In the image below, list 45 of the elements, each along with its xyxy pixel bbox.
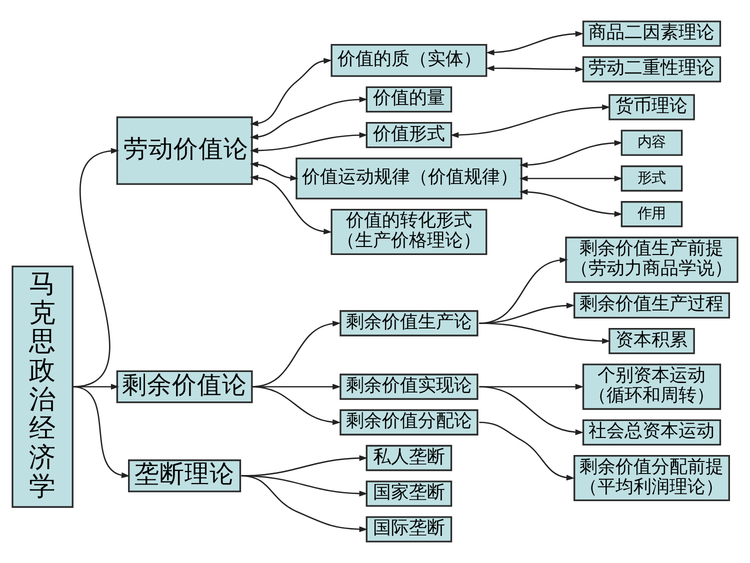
arrow — [250, 162, 298, 181]
node-box: 形式 — [620, 165, 683, 192]
node-box: 垄断理论 — [128, 459, 242, 492]
arrow — [519, 189, 623, 217]
node-box: 剩余价值实现论 — [340, 374, 478, 400]
arrow — [479, 422, 575, 481]
arrow — [250, 96, 368, 140]
arrow — [250, 132, 368, 154]
node-box: 作用 — [620, 201, 683, 228]
arrow — [250, 174, 332, 234]
node-box: 个别资本运动（循环和周转） — [582, 364, 722, 410]
node-box: 价值的量 — [366, 86, 452, 112]
arrow — [519, 176, 623, 182]
node-box: 马克思政治经济学 — [12, 266, 74, 508]
arrow — [252, 386, 341, 426]
node-box: 价值运动规律（价值规律） — [296, 158, 522, 200]
node-box: 剩余价值生产过程 — [574, 292, 730, 319]
node-box: 剩余价值分配前提（平均利润理论） — [574, 454, 730, 502]
arrow — [479, 386, 584, 436]
node-box: 剩余价值分配论 — [340, 409, 478, 436]
node-box: 商品二因素理论 — [582, 20, 722, 47]
arrow — [486, 65, 584, 72]
arrow — [486, 30, 584, 56]
node-box: 国家垄断 — [366, 480, 452, 507]
arrow — [450, 104, 610, 138]
node-box: 价值形式 — [366, 122, 452, 148]
arrow — [479, 322, 610, 344]
arrow — [72, 386, 130, 478]
arrow — [241, 475, 368, 532]
node-box: 劳动二重性理论 — [582, 56, 722, 82]
node-box: 资本积累 — [608, 328, 695, 354]
arrow — [250, 58, 332, 126]
node-box: 价值的转化形式（生产价格理论） — [330, 208, 488, 256]
node-box: 内容 — [620, 130, 683, 156]
node-box: 剩余价值论 — [116, 370, 253, 404]
node-box: 剩余价值生产论 — [340, 310, 478, 336]
arrow — [241, 475, 368, 496]
node-box: 社会总资本运动 — [582, 419, 722, 446]
node-box: 剩余价值生产前提（劳动力商品学说） — [565, 236, 738, 283]
node-box: 价值的质（实体） — [330, 44, 488, 77]
arrow — [519, 140, 623, 168]
node-box: 货币理论 — [608, 94, 695, 120]
node-box: 私人垄断 — [366, 444, 452, 472]
node-box: 劳动价值论 — [116, 116, 253, 185]
node-box: 国际垄断 — [366, 516, 452, 542]
